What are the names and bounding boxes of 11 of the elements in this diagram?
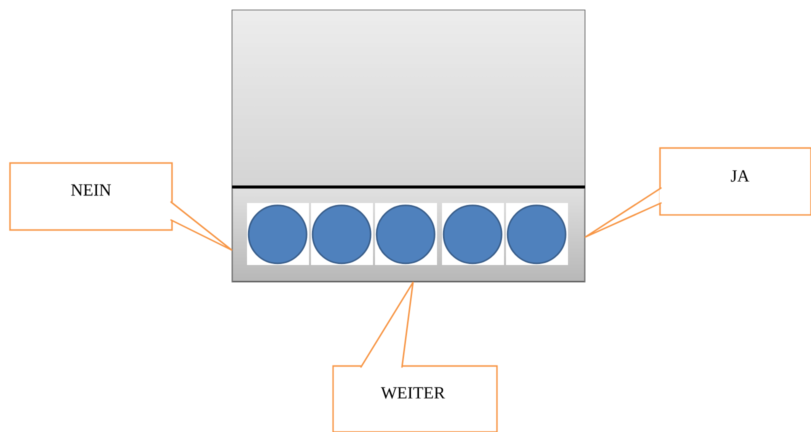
callout-pointer xyxy=(360,282,414,368)
round-button xyxy=(248,204,308,264)
callout-pointer xyxy=(170,201,232,251)
round-button xyxy=(442,204,502,264)
round-button xyxy=(506,204,566,264)
callout-box: NEIN xyxy=(9,162,173,231)
callout-box: JA xyxy=(659,147,811,216)
callout-box: WEITER xyxy=(332,365,498,432)
round-button xyxy=(376,204,436,264)
round-button xyxy=(312,204,372,264)
callout-pointer xyxy=(584,187,662,238)
